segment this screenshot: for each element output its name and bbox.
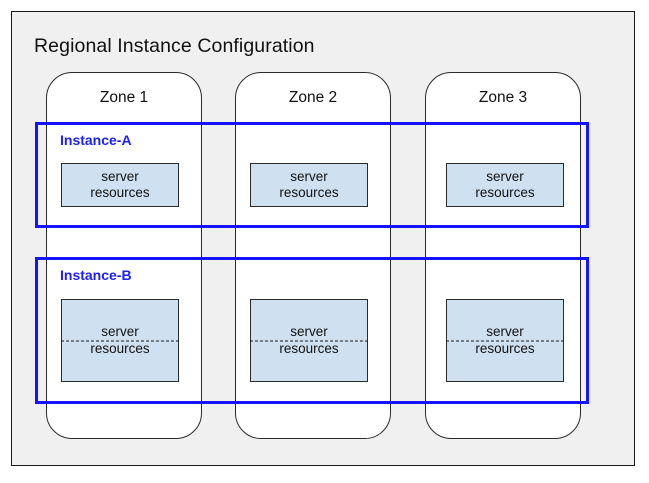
dashed-divider-icon <box>250 340 368 341</box>
zone-label-2: Zone 2 <box>288 89 338 106</box>
resource-box-b-zone1[interactable]: server resources <box>61 299 179 382</box>
resource-line-1: server <box>486 324 524 340</box>
dashed-divider-icon <box>446 340 564 341</box>
resource-line-2: resources <box>475 340 535 356</box>
resource-line-2: resources <box>90 185 150 200</box>
zone-label-1: Zone 1 <box>99 89 149 106</box>
resource-box-b-zone3[interactable]: server resources <box>446 299 564 382</box>
zone-card-2[interactable]: Zone 2 <box>235 72 391 439</box>
zone-card-1[interactable]: Zone 1 <box>46 72 202 439</box>
resource-line-2: resources <box>279 340 339 356</box>
resource-line-2: resources <box>475 185 535 200</box>
resource-line-1: server <box>486 168 524 184</box>
dashed-divider-icon <box>61 340 179 341</box>
resource-line-1: server <box>101 324 139 340</box>
resource-line-1: server <box>290 168 328 184</box>
resource-box-a-zone2[interactable]: server resources <box>250 163 368 207</box>
resource-line-2: resources <box>279 185 339 200</box>
resource-box-b-zone2[interactable]: server resources <box>250 299 368 382</box>
zone-label-3: Zone 3 <box>478 89 528 106</box>
resource-box-a-zone1[interactable]: server resources <box>61 163 179 207</box>
diagram-title: Regional Instance Configuration <box>34 35 315 57</box>
resource-line-1: server <box>290 324 328 340</box>
resource-line-2: resources <box>90 340 150 356</box>
resource-box-a-zone3[interactable]: server resources <box>446 163 564 207</box>
resource-line-1: server <box>101 168 139 184</box>
zone-card-3[interactable]: Zone 3 <box>425 72 581 439</box>
